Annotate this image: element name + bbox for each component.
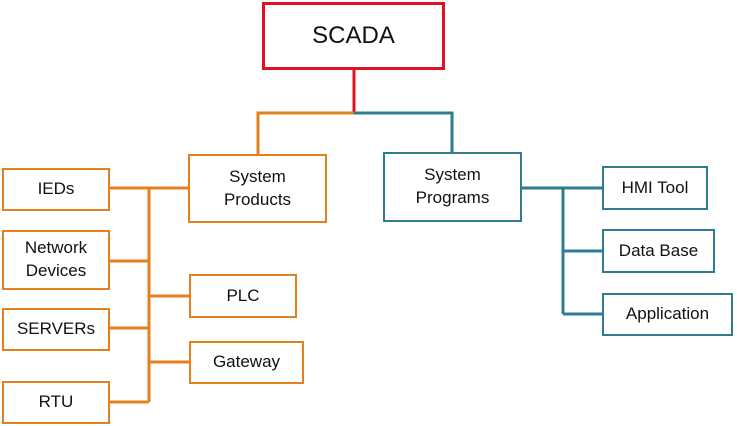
- node-scada-label: SCADA: [312, 21, 395, 49]
- node-gateway-label: Gateway: [212, 352, 281, 372]
- node-system-products-label: System Products: [223, 166, 292, 209]
- node-hmi-tool-label: HMI Tool: [621, 177, 689, 197]
- node-system-products: System Products: [188, 154, 327, 223]
- node-network-devices: Network Devices: [2, 230, 110, 290]
- node-plc-label: PLC: [226, 285, 260, 305]
- node-rtu: RTU: [2, 381, 110, 424]
- node-servers: SERVERs: [2, 308, 110, 351]
- node-data-base-label: Data Base: [618, 240, 699, 260]
- node-data-base: Data Base: [602, 229, 715, 273]
- node-rtu-label: RTU: [38, 392, 74, 412]
- node-plc: PLC: [189, 274, 297, 318]
- node-application-label: Application: [625, 304, 710, 324]
- node-network-devices-label: Network Devices: [24, 238, 88, 280]
- node-gateway: Gateway: [189, 341, 304, 384]
- connector-root-to-products: [256, 111, 354, 155]
- node-system-programs-label: System Programs: [415, 165, 490, 207]
- connector-root-to-programs: [354, 111, 454, 153]
- node-application: Application: [602, 293, 733, 336]
- node-system-programs: System Programs: [383, 152, 522, 222]
- node-ieds-label: IEDs: [37, 179, 75, 199]
- node-ieds: IEDs: [2, 168, 110, 211]
- node-servers-label: SERVERs: [16, 319, 96, 339]
- node-scada: SCADA: [262, 2, 445, 70]
- node-hmi-tool: HMI Tool: [602, 166, 708, 210]
